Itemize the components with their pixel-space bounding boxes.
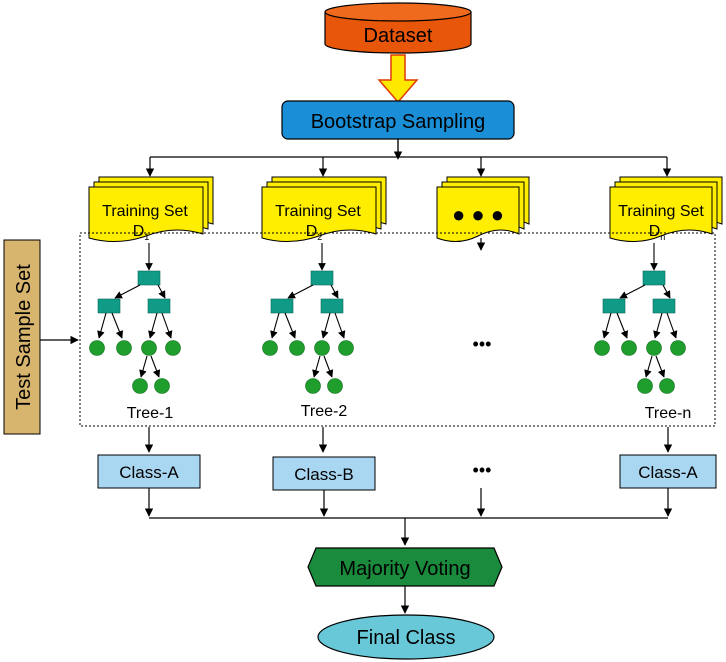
dataset-arrow: [377, 54, 419, 104]
tree-1-label: Tree-1: [127, 405, 174, 422]
training-set-1: Training Set D1: [88, 176, 214, 242]
tree-1-leaf: [154, 378, 170, 394]
forest-frame: [79, 232, 716, 427]
tree-n-edge: [653, 312, 663, 339]
training-set-2: Training Set D2: [261, 176, 387, 242]
tree-1-edge: [157, 284, 166, 299]
tree-2-edge: [287, 284, 314, 299]
aggregation-connector: [144, 488, 673, 546]
tree-n-edge: [619, 284, 646, 299]
test-sample-label: Test Sample Set: [13, 264, 35, 410]
tree-n-leaf: [637, 378, 653, 394]
training-set-2-subscript: 2: [317, 232, 322, 242]
training-set-n: Training Set Dn: [609, 176, 723, 242]
class-ellipsis: •••: [473, 460, 492, 480]
tree-1-edge: [148, 312, 158, 339]
tree-n-edge: [602, 312, 612, 339]
tree-1-edge: [111, 312, 124, 339]
tree-2-leaf: [262, 340, 278, 356]
trees-group: [89, 243, 686, 394]
tree-2-leaf: [305, 378, 321, 394]
tree-2-left-node: [270, 298, 294, 314]
tree-n-edge: [616, 312, 629, 339]
tree-1-leaf: [116, 340, 132, 356]
tree-1-edge: [114, 284, 141, 299]
tree-1-leaf: [132, 378, 148, 394]
tree-n-leaf: [621, 340, 637, 356]
svg-text:Dn: Dn: [649, 223, 666, 242]
bootstrap-label: Bootstrap Sampling: [311, 111, 486, 133]
training-set-n-subscript: n: [660, 232, 665, 242]
tree-1-branch-node: [141, 340, 157, 356]
tree-2-leaf: [327, 378, 343, 394]
tree-2-leaf: [289, 340, 305, 356]
tree-1-edge: [139, 355, 148, 378]
tree-n-edge: [655, 355, 666, 378]
tree-n-edge: [666, 312, 678, 339]
tree-2-edge: [330, 284, 339, 299]
tree-2-leaf: [338, 340, 354, 356]
tree-1-leaf: [89, 340, 105, 356]
training-set-ellipsis-dots: ● ● ●: [452, 202, 504, 227]
class-n-label: Class-A: [638, 463, 698, 482]
tree-2-edge: [284, 312, 297, 339]
tree-2-label: Tree-2: [301, 403, 348, 420]
test-sample-set-node: Test Sample Set: [3, 239, 79, 435]
training-set-1-symbol: D: [133, 223, 145, 240]
tree-1-edge: [161, 312, 173, 339]
tree-1-edge: [97, 312, 107, 339]
tree-2-edge: [334, 312, 346, 339]
tree-1-left-node: [97, 298, 121, 314]
training-set-2-symbol: D: [306, 223, 318, 240]
class-box-1: Class-A: [97, 454, 201, 489]
tree-2-edge: [323, 355, 334, 378]
svg-text:D2: D2: [306, 223, 323, 242]
tree-1-edge: [150, 355, 161, 378]
tree-2-branch-node: [314, 340, 330, 356]
tree-2-right-node: [320, 298, 344, 314]
tree-n-label: Tree-n: [645, 405, 692, 422]
final-class-label: Final Class: [357, 627, 456, 649]
tree-n-right-node: [652, 298, 676, 314]
majority-voting-node: Majority Voting: [307, 547, 503, 587]
class-2-label: Class-B: [294, 465, 354, 484]
majority-voting-label: Majority Voting: [339, 558, 470, 580]
final-class-node: Final Class: [317, 614, 495, 660]
training-set-2-title: Training Set: [275, 203, 361, 220]
tree-n-branch-node: [646, 340, 662, 356]
class-box-2: Class-B: [272, 456, 376, 491]
training-set-1-title: Training Set: [102, 203, 188, 220]
tree-2-edge: [312, 355, 321, 378]
bootstrap-connector: [145, 139, 672, 177]
tree-2-edge: [321, 312, 331, 339]
class-1-label: Class-A: [119, 463, 179, 482]
dataset-node: Dataset: [324, 2, 472, 54]
training-set-ellipsis: ● ● ●: [436, 176, 530, 242]
svg-text:D1: D1: [133, 223, 150, 242]
tree-n-leaf: [594, 340, 610, 356]
tree-2-edge: [270, 312, 280, 339]
training-set-n-symbol: D: [649, 223, 661, 240]
dataset-label: Dataset: [364, 25, 433, 47]
tree-1-right-node: [147, 298, 171, 314]
tree-1-root-node: [137, 270, 161, 286]
training-set-1-subscript: 1: [144, 232, 149, 242]
class-box-n: Class-A: [619, 454, 717, 489]
tree-2-root-node: [310, 270, 334, 286]
forest-ellipsis: •••: [473, 334, 492, 354]
tree-n-leaf: [659, 378, 675, 394]
tree-n-edge: [662, 284, 671, 299]
training-set-n-title: Training Set: [618, 203, 704, 220]
tree-n-root-node: [642, 270, 666, 286]
tree-n-leaf: [670, 340, 686, 356]
bootstrap-sampling-node: Bootstrap Sampling: [281, 100, 515, 140]
tree-1-leaf: [165, 340, 181, 356]
tree-n-edge: [644, 355, 653, 378]
tree-n-left-node: [602, 298, 626, 314]
class-arrows: [144, 427, 673, 453]
